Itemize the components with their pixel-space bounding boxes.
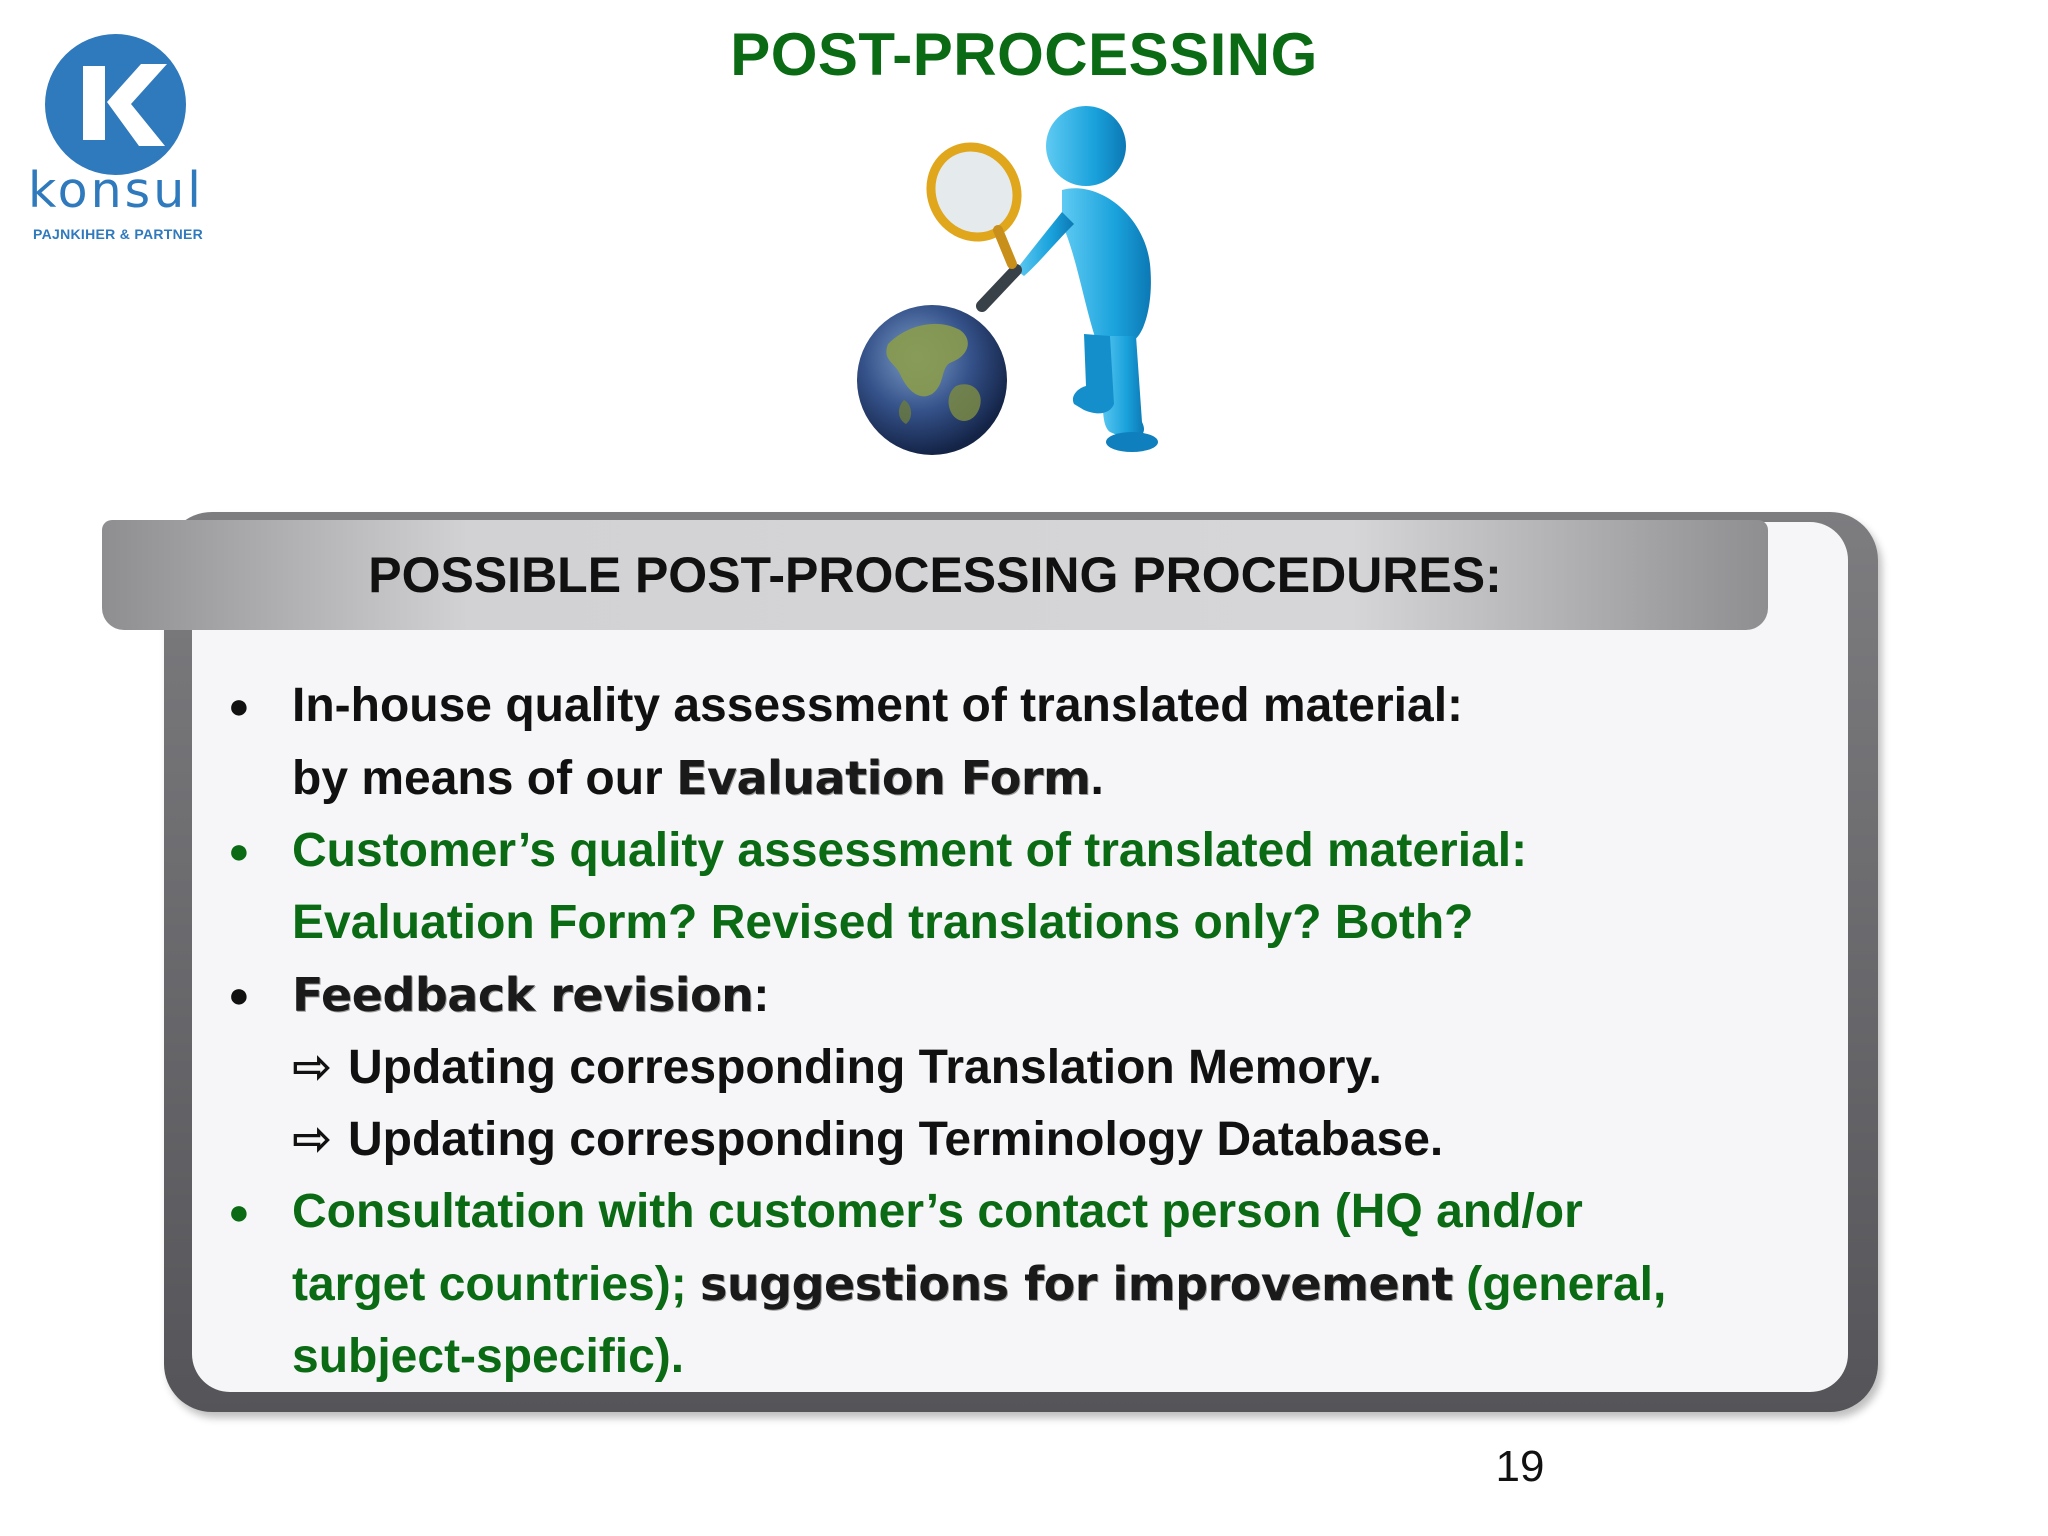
content-panel <box>192 522 1848 1392</box>
bullet-icon: ● <box>228 1191 250 1232</box>
bullet-line: subject-specific). <box>292 1330 685 1383</box>
bullet-line: Consultation with customer’s contact per… <box>292 1185 1583 1238</box>
sub-item-text: Updating corresponding Terminology Datab… <box>348 1113 1444 1166</box>
k-letter-circle-logo-icon <box>45 34 186 175</box>
bullet-line: Customer’s quality assessment of transla… <box>292 824 1528 877</box>
list-item: ● Customer’s quality assessment of trans… <box>228 815 1758 959</box>
logo-subtitle: PAJNKIHER & PARTNER <box>33 226 204 242</box>
arrow-right-icon: ⇨ <box>292 1041 333 1094</box>
page-number: 19 <box>1495 1442 1545 1491</box>
sub-item: ⇨ Updating corresponding Translation Memo… <box>292 1032 1758 1104</box>
feedback-revision-emphasis: Feedback revision <box>292 968 754 1022</box>
bullet-text: target countries); <box>292 1258 701 1311</box>
bullet-line: Feedback revision: <box>292 959 1758 1032</box>
list-item: ● Feedback revision: ⇨ Updating correspon… <box>228 959 1758 1176</box>
evaluation-form-emphasis: Evaluation Form <box>676 751 1091 805</box>
sub-item-text: Updating corresponding Translation Memor… <box>348 1041 1382 1094</box>
panel-header-bar: POSSIBLE POST-PROCESSING PROCEDURES: <box>102 520 1768 630</box>
bullet-line: target countries); suggestions for impro… <box>292 1248 1758 1321</box>
bullet-icon: ● <box>228 830 250 871</box>
sub-item: ⇨ Updating corresponding Terminology Data… <box>292 1104 1758 1176</box>
bullet-text: by means of our <box>292 752 677 805</box>
company-logo: konsul PAJNKIHER & PARTNER <box>28 30 238 250</box>
bullet-text: : <box>753 969 770 1022</box>
bullet-text: . <box>1090 752 1104 805</box>
bullet-line: by means of our Evaluation Form. <box>292 742 1758 815</box>
logo-name: konsul <box>28 162 204 219</box>
arrow-right-icon: ⇨ <box>292 1113 333 1166</box>
list-item: ● In-house quality assessment of transla… <box>228 670 1758 815</box>
bullet-line: Evaluation Form? Revised translations on… <box>292 896 1474 949</box>
content-frame <box>164 512 1878 1412</box>
bullet-text: (general, <box>1452 1258 1667 1311</box>
bullet-line: In-house quality assessment of translate… <box>292 679 1464 732</box>
bullet-icon: ● <box>228 685 250 726</box>
page-title: POST-PROCESSING <box>730 21 1318 88</box>
list-item: ● Consultation with customer’s contact p… <box>228 1176 1758 1393</box>
bullet-icon: ● <box>228 974 250 1015</box>
panel-header: POSSIBLE POST-PROCESSING PROCEDURES: <box>368 547 1502 603</box>
suggestions-emphasis: suggestions for improvement <box>700 1257 1453 1311</box>
bullet-list: ● In-house quality assessment of transla… <box>228 670 1758 1393</box>
figure-with-magnifying-glass-and-globe-icon <box>857 106 1158 455</box>
